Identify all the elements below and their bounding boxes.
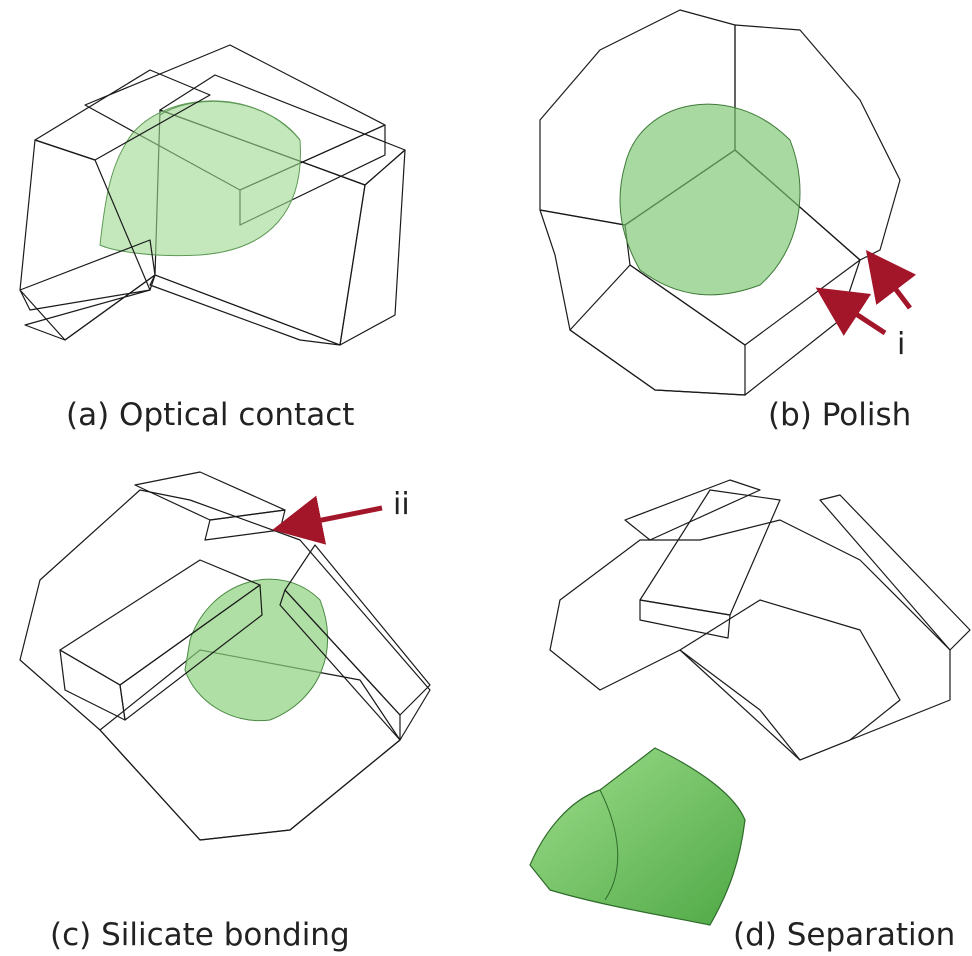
gain-crystal-green (184, 578, 329, 722)
annotation-i: i (897, 327, 906, 362)
gain-crystal-green (99, 100, 301, 257)
crystal-block-left (19, 69, 211, 341)
caption-a: (a) Optical contact (66, 397, 355, 433)
arrow-ii (272, 495, 383, 545)
caption-b: (b) Polish (768, 397, 912, 433)
annotation-ii: ii (393, 487, 410, 522)
bonding-plate-top (624, 479, 761, 541)
gain-crystal-separated (529, 747, 746, 926)
bonding-plate-left (639, 489, 781, 639)
arrow-i (815, 250, 917, 336)
bonding-plate-left (59, 559, 263, 721)
crystal-shell (549, 519, 951, 761)
bonding-plate-right (279, 544, 431, 741)
caption-d: (d) Separation (733, 917, 956, 953)
bonding-plate-top (134, 471, 286, 541)
bonding-plate-right (819, 494, 971, 651)
panel-d-separation (529, 479, 971, 926)
panel-b-polish (539, 9, 917, 396)
caption-c: (c) Silicate bonding (50, 917, 350, 953)
gain-crystal-green (619, 103, 801, 296)
panel-c-silicate-bonding (19, 471, 431, 841)
panel-a-optical-contact (19, 44, 406, 346)
